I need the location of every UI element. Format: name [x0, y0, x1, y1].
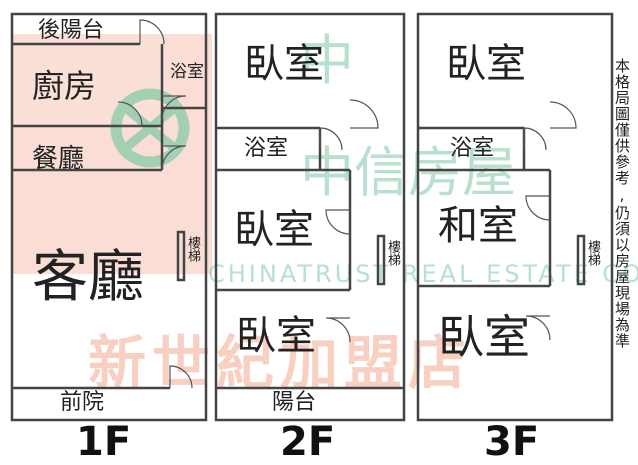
2f-balcony-label: 陽台: [272, 390, 317, 415]
1f-kitchen-label: 廚房: [32, 67, 97, 105]
2f-bedroom-top-label: 臥室: [244, 41, 324, 87]
watermark-brand-top: 中: [300, 29, 354, 92]
2f-floor-label: 2F: [280, 419, 336, 465]
door-1f-kitchen: [117, 101, 143, 127]
3f-stair-block: [576, 234, 586, 286]
3f-japanese-room-label: 和室: [438, 203, 518, 249]
watermark-brand-en: CHINATRUST REAL ESTATE CO.: [208, 260, 638, 288]
3f-bedroom-bottom-label: 臥室: [438, 310, 530, 364]
door-1f-rear: [139, 19, 165, 45]
door-2f-bedroom-mid: [325, 209, 351, 235]
watermark-logo-ring: [110, 88, 190, 168]
door-3f-bedroom-bottom: [525, 315, 551, 341]
3f-stairs-label: 樓梯: [585, 240, 600, 266]
2f-stairs-label: 樓梯: [385, 240, 400, 266]
1f-stairs-label: 樓梯: [185, 236, 200, 262]
2f-outline: [214, 12, 406, 422]
1f-outline: [10, 12, 208, 422]
2f-bedroom-bottom-label: 臥室: [236, 313, 316, 359]
1f-dining-label: 餐廳: [32, 144, 85, 174]
3f-outline: [416, 12, 614, 422]
watermark-brand: 中信房屋: [300, 141, 516, 204]
3f-bedroom-top-label: 臥室: [446, 41, 526, 87]
door-1f-dining: [161, 145, 187, 171]
watermark-logo-knot: [125, 106, 175, 150]
2f-bath-label: 浴室: [244, 136, 289, 161]
1f-stair-block: [176, 230, 186, 282]
disclaimer-note: 本格局圖僅供參考,仍須以房屋現場為準: [613, 58, 631, 349]
door-1f-bath: [161, 95, 187, 121]
1f-front-yard-label: 前院: [60, 390, 105, 415]
3f-bath-label: 浴室: [450, 136, 495, 161]
door-2f-bedroom-top: [319, 127, 343, 151]
door-3f-bath: [549, 101, 577, 129]
1f-floor-label: 1F: [76, 419, 132, 465]
door-2f-bath: [349, 99, 379, 129]
door-3f-bedroom-top: [523, 127, 547, 151]
1f-living-label: 客廳: [32, 245, 144, 310]
3f-floor-label: 3F: [484, 419, 540, 465]
1f-bath-label: 浴室: [170, 62, 204, 82]
1f-rear-balcony-label: 後陽台: [38, 18, 105, 43]
2f-bedroom-mid-label: 臥室: [234, 207, 314, 253]
door-2f-bedroom-bottom: [325, 317, 351, 343]
door-1f-front: [169, 365, 193, 389]
door-3f-japanese: [525, 195, 551, 221]
2f-stair-block: [376, 234, 386, 286]
